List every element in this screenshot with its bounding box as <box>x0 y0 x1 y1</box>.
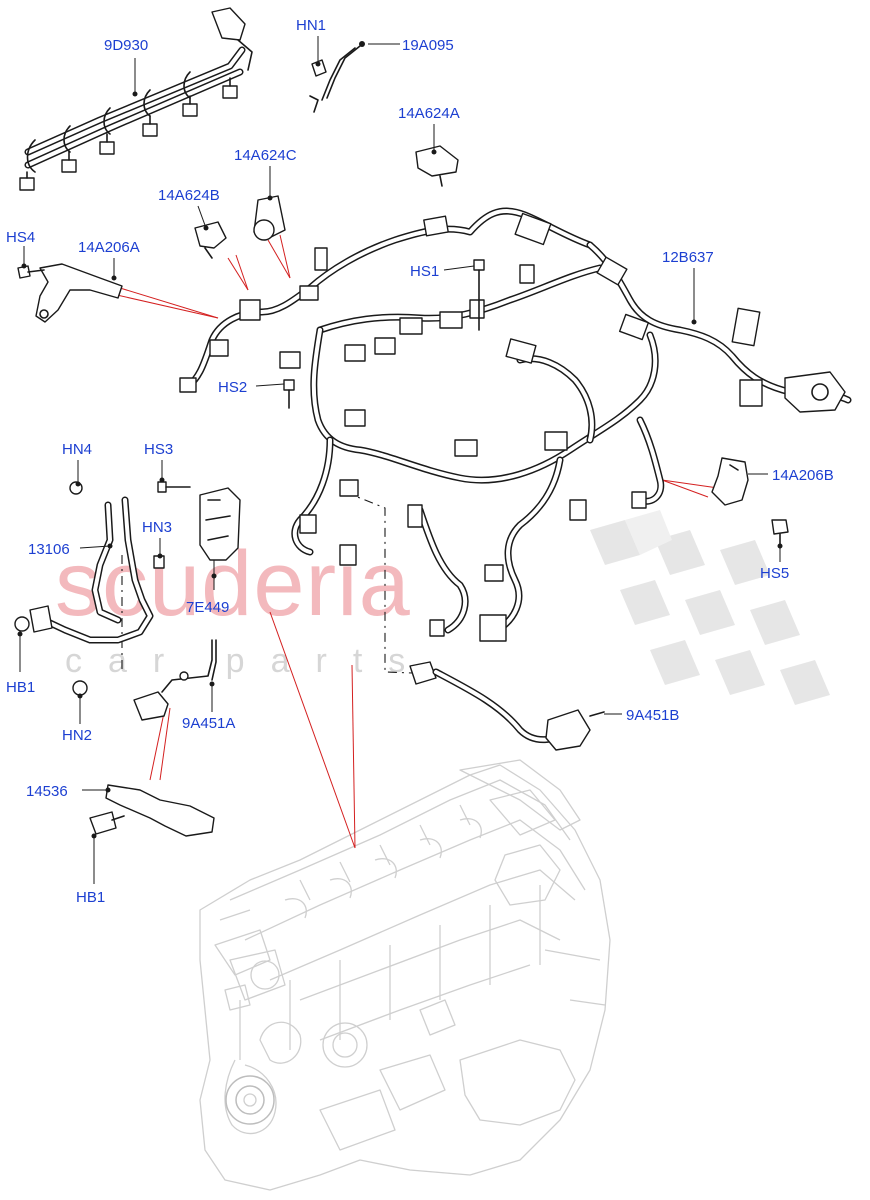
connector-14A624B <box>194 221 227 259</box>
label-14A206A: 14A206A <box>78 239 140 256</box>
bracket-14A206B <box>711 457 789 549</box>
dashed-links <box>121 491 413 674</box>
bolt-HS2 <box>283 379 295 409</box>
sensor-9A451B <box>409 661 605 751</box>
callout-labels: 9D930 HN1 19A095 14A624A 14A624C 14A624B… <box>6 17 834 906</box>
sensor-7E449 <box>199 487 241 561</box>
label-9A451B: 9A451B <box>626 707 679 724</box>
checker-flag-icon <box>590 510 830 705</box>
label-HS5: HS5 <box>760 565 789 582</box>
harness-13106 <box>14 496 154 644</box>
label-HN3: HN3 <box>142 519 172 536</box>
label-HS3: HS3 <box>144 441 173 458</box>
label-14536: 14536 <box>26 783 68 800</box>
label-7E449: 7E449 <box>186 599 229 616</box>
callout-leaders <box>17 36 783 884</box>
label-HB1-lower: HB1 <box>76 889 105 906</box>
label-14A624B: 14A624B <box>158 187 220 204</box>
label-HS2: HS2 <box>218 379 247 396</box>
label-14A624C: 14A624C <box>234 147 297 164</box>
red-leaders <box>107 234 719 849</box>
connector-14A624C <box>253 195 286 241</box>
bracket-14536 <box>89 784 215 837</box>
label-12B637: 12B637 <box>662 249 714 266</box>
label-9A451A: 9A451A <box>182 715 235 732</box>
connector-14A624A <box>415 145 459 187</box>
label-HN2: HN2 <box>62 727 92 744</box>
watermark-sub: car parts <box>65 642 431 680</box>
label-19A095: 19A095 <box>402 37 454 54</box>
main-harness-12B637 <box>179 207 852 642</box>
label-HN1: HN1 <box>296 17 326 34</box>
label-13106: 13106 <box>28 541 70 558</box>
label-HN4: HN4 <box>62 441 92 458</box>
label-14A206B: 14A206B <box>772 467 834 484</box>
label-HS1: HS1 <box>410 263 439 280</box>
label-HB1-upper: HB1 <box>6 679 35 696</box>
bolt-HS1 <box>473 259 485 331</box>
harness-connectors <box>179 212 846 642</box>
label-9D930: 9D930 <box>104 37 148 54</box>
engine-block <box>199 759 611 1191</box>
bracket-14A206A <box>17 263 123 323</box>
sensor-9A451A <box>133 639 217 721</box>
label-14A624A: 14A624A <box>398 105 460 122</box>
injector-harness-9D930 <box>19 7 253 191</box>
label-HS4: HS4 <box>6 229 35 246</box>
